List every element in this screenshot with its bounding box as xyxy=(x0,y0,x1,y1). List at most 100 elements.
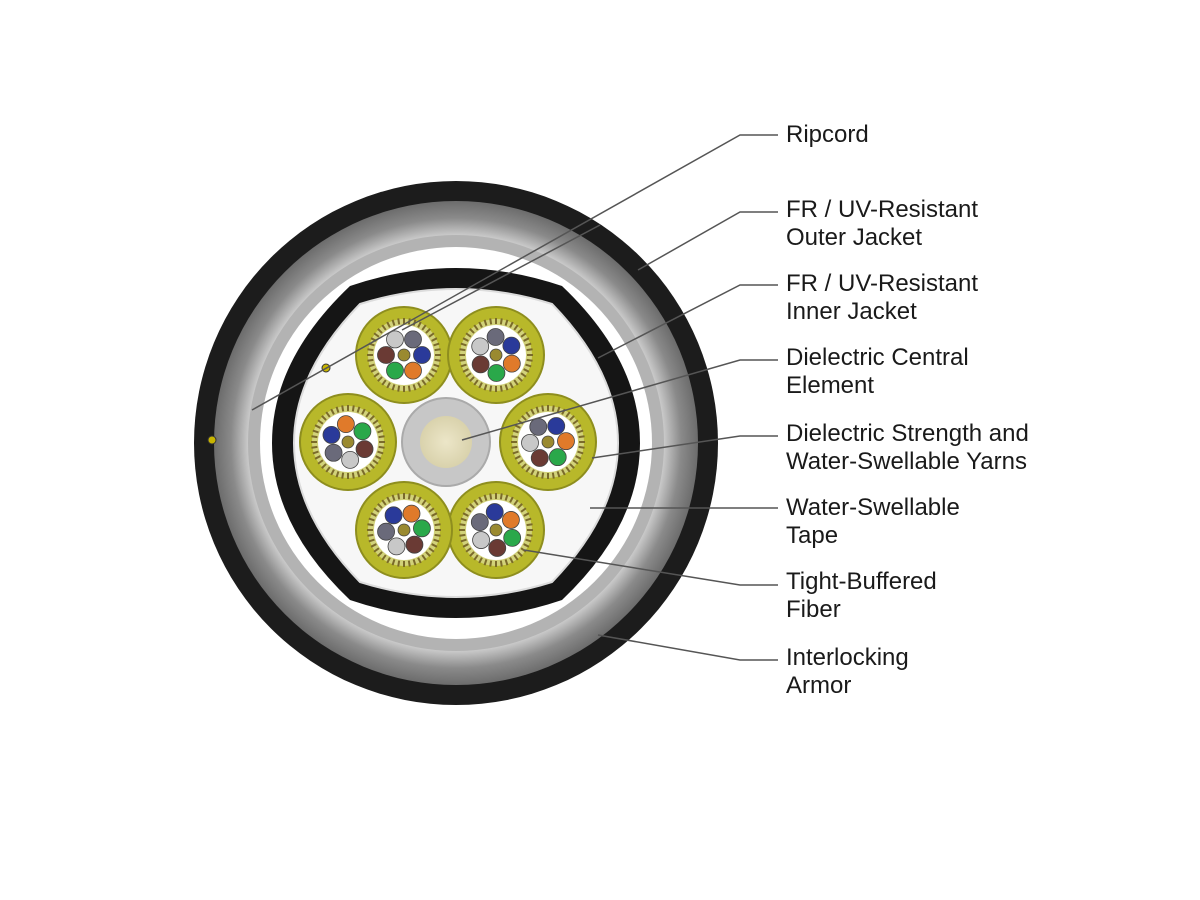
strength-yarn xyxy=(478,557,483,564)
tight-buffered-fiber xyxy=(386,361,404,380)
strength-yarn xyxy=(520,507,527,513)
strength-yarn xyxy=(460,517,467,522)
strength-yarn xyxy=(377,551,383,557)
strength-yarn xyxy=(370,512,377,517)
strength-yarn xyxy=(373,372,380,378)
strength-yarn xyxy=(509,557,514,564)
strength-yarn xyxy=(509,496,514,503)
strength-yarn xyxy=(525,466,531,473)
strength-yarn xyxy=(578,435,585,439)
strength-yarn xyxy=(530,408,535,415)
strength-yarn xyxy=(483,494,488,501)
strength-yarn xyxy=(514,455,521,460)
strength-yarn xyxy=(412,559,417,566)
strength-yarn xyxy=(473,324,479,331)
strength-yarn xyxy=(469,328,475,334)
fiber-subunit xyxy=(299,393,397,491)
strength-yarn xyxy=(434,348,441,352)
fiber-subunit xyxy=(499,393,597,491)
strength-yarn xyxy=(469,551,475,557)
strength-yarn xyxy=(473,554,479,561)
strength-yarn xyxy=(465,507,472,513)
strength-yarn xyxy=(569,415,575,421)
strength-yarn xyxy=(428,507,435,513)
strength-yarn xyxy=(572,419,579,425)
strength-yarn xyxy=(356,406,361,413)
strength-yarn xyxy=(365,466,371,473)
strength-yarn xyxy=(462,337,469,342)
tight-buffered-fiber xyxy=(529,417,548,436)
strength-yarn xyxy=(386,382,391,389)
strength-yarn xyxy=(569,463,575,469)
strength-yarn xyxy=(321,463,327,469)
strength-yarn xyxy=(407,560,411,567)
strength-yarn xyxy=(462,512,469,517)
tight-buffered-fiber xyxy=(470,513,489,532)
strength-yarn xyxy=(412,494,417,501)
strength-yarn xyxy=(523,543,530,548)
strength-yarn xyxy=(367,523,374,527)
tight-buffered-fiber xyxy=(502,511,520,529)
strength-yarn xyxy=(412,384,417,391)
strength-yarn xyxy=(375,455,382,460)
strength-yarn xyxy=(312,450,319,455)
strength-yarn xyxy=(421,324,427,331)
strength-yarn xyxy=(378,445,385,449)
tight-buffered-fiber xyxy=(557,432,575,451)
subunit-center xyxy=(397,523,411,537)
strength-yarn xyxy=(513,379,519,386)
strength-yarn xyxy=(428,332,435,338)
tight-buffered-fiber xyxy=(386,330,404,349)
tight-buffered-fiber xyxy=(384,506,403,525)
strength-yarn xyxy=(565,411,571,418)
tight-buffered-fiber xyxy=(324,443,343,462)
tight-buffered-fiber xyxy=(404,330,422,349)
strength-yarn xyxy=(577,450,584,455)
label-ripcord: Ripcord xyxy=(786,121,869,148)
strength-yarn xyxy=(511,445,518,449)
strength-yarn xyxy=(556,406,561,413)
strength-yarn xyxy=(368,517,375,522)
strength-yarn xyxy=(335,471,340,478)
strength-yarn xyxy=(311,445,318,449)
strength-yarn xyxy=(526,348,533,352)
strength-yarn xyxy=(526,533,533,537)
strength-yarn xyxy=(577,429,584,434)
strength-yarn xyxy=(351,405,355,412)
strength-yarn xyxy=(397,560,401,567)
strength-yarn xyxy=(372,459,379,465)
strength-yarn xyxy=(514,424,521,429)
strength-yarn xyxy=(375,424,382,429)
strength-yarn xyxy=(317,419,324,425)
tight-buffered-fiber xyxy=(471,355,490,374)
strength-yarn xyxy=(523,337,530,342)
tight-buffered-fiber xyxy=(402,504,421,523)
strength-yarn xyxy=(483,559,488,566)
strength-yarn xyxy=(368,363,375,368)
tight-buffered-fiber xyxy=(521,433,539,452)
tight-buffered-fiber xyxy=(387,537,406,556)
strength-yarn xyxy=(499,385,503,392)
strength-yarn xyxy=(517,459,524,465)
tight-buffered-fiber xyxy=(487,364,506,382)
tight-buffered-fiber xyxy=(341,450,360,469)
strength-yarn xyxy=(504,559,509,566)
strength-yarn xyxy=(356,471,361,478)
strength-yarn xyxy=(314,455,321,460)
leader-line-central-element xyxy=(461,359,778,441)
strength-yarn xyxy=(509,321,514,328)
strength-yarn xyxy=(525,517,532,522)
strength-yarn xyxy=(317,459,324,465)
strength-yarn xyxy=(499,560,503,567)
strength-yarn xyxy=(370,543,377,548)
strength-yarn xyxy=(433,517,440,522)
label-armor: Interlocking Armor xyxy=(786,644,909,699)
strength-yarn xyxy=(433,538,440,543)
strength-yarn xyxy=(378,435,385,439)
strength-yarn xyxy=(535,406,540,413)
strength-yarn xyxy=(421,499,427,506)
strength-yarn xyxy=(525,411,531,418)
strength-yarn xyxy=(541,405,545,412)
strength-yarn xyxy=(520,332,527,338)
strength-yarn xyxy=(526,523,533,527)
